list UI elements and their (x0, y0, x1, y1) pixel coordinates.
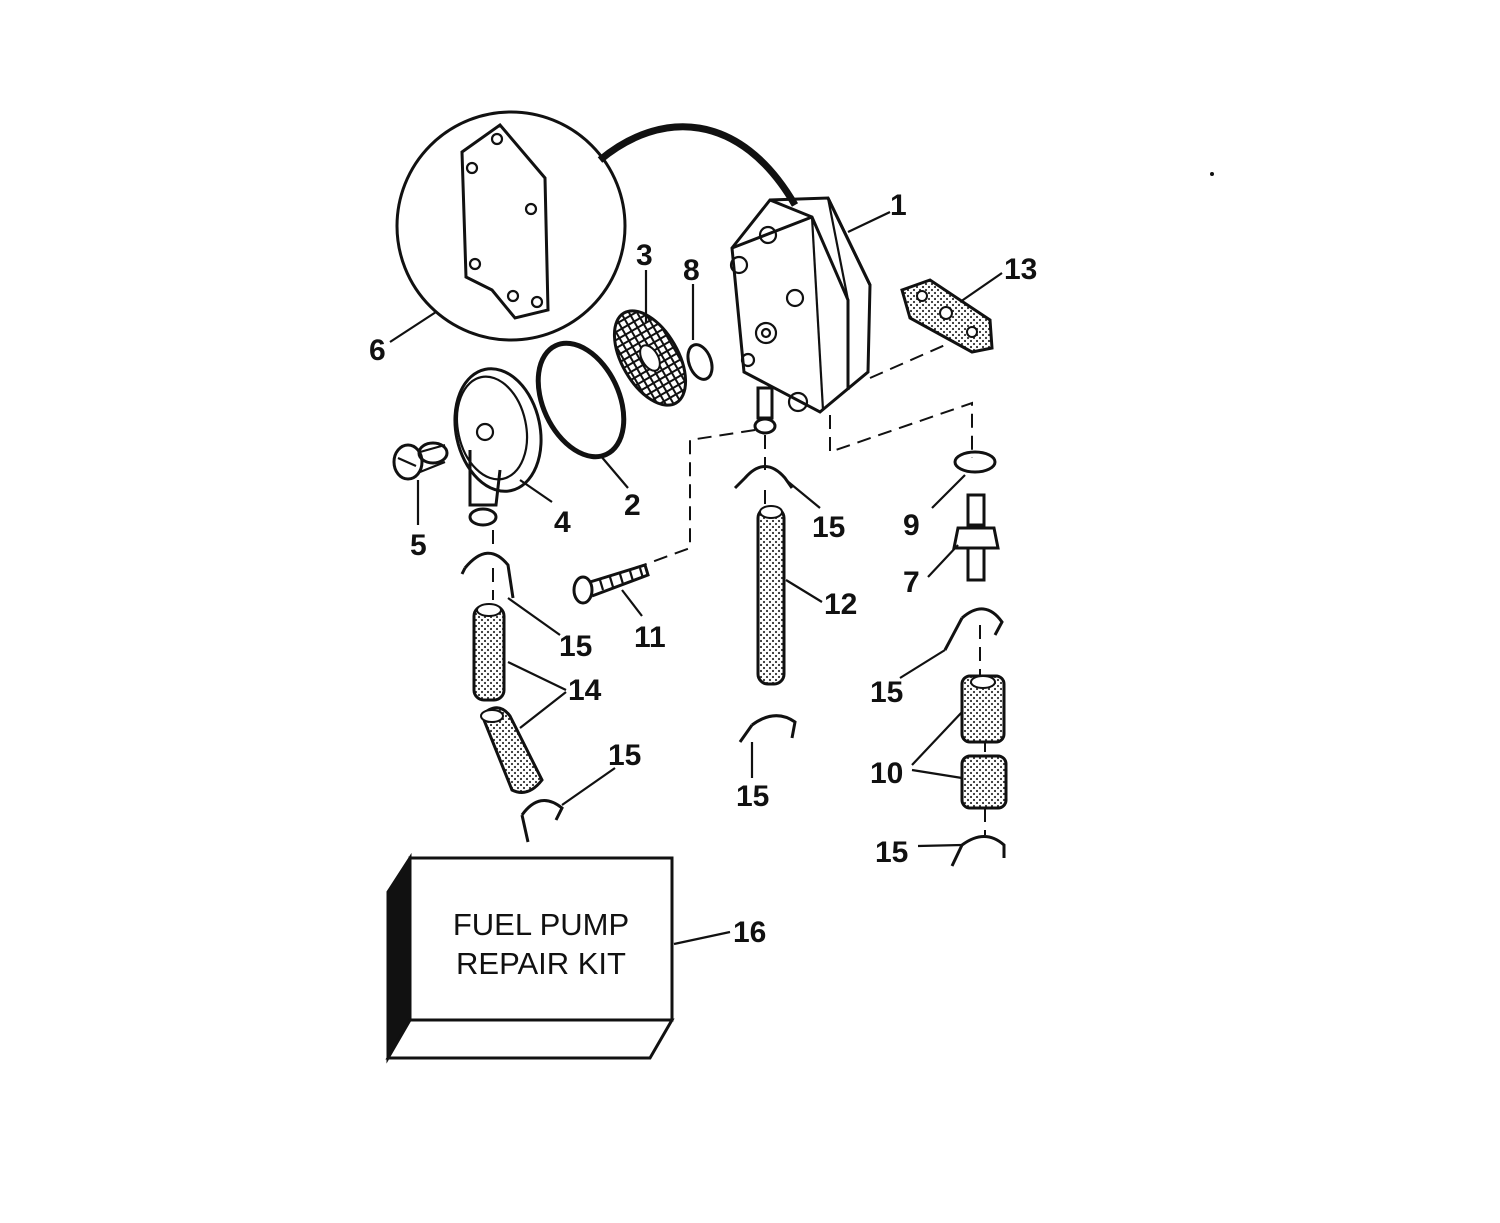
callout-8: 8 (683, 254, 700, 287)
callout-6: 6 (369, 334, 386, 367)
kit-label-line2: REPAIR KIT (456, 946, 626, 981)
callout-labels: 1 2 3 4 5 6 7 8 9 10 11 12 13 14 15 15 1… (369, 189, 1037, 949)
callout-9: 9 (903, 509, 920, 542)
callout-16: 16 (733, 916, 766, 949)
callout-12: 12 (824, 588, 857, 621)
callout-7: 7 (903, 566, 920, 599)
callout-1: 1 (890, 189, 907, 222)
callout-15-right-upper: 15 (870, 676, 903, 709)
callout-15-left-lower: 15 (608, 739, 641, 772)
gasket-detail-circle (389, 110, 799, 343)
repair-kit-box: FUEL PUMP REPAIR KIT (385, 852, 731, 1064)
callout-13: 13 (1004, 253, 1037, 286)
assembly-guide-lines (492, 344, 986, 835)
hose-clamps (460, 465, 1006, 867)
small-o-ring (686, 284, 714, 381)
fitting-ring (931, 450, 997, 509)
long-screw (572, 563, 650, 617)
callout-2: 2 (624, 489, 641, 522)
large-o-ring (535, 340, 629, 489)
callout-11: 11 (634, 621, 666, 654)
thumb-screw (392, 441, 449, 525)
callout-15-right-lower: 15 (875, 836, 908, 869)
callout-15-center-lower: 15 (736, 780, 769, 813)
filter-screen (612, 270, 688, 407)
short-hose-pieces (911, 674, 1008, 810)
long-fuel-hose (756, 505, 823, 686)
kit-label-line1: FUEL PUMP (453, 907, 629, 942)
callout-15-top-center: 15 (812, 511, 845, 544)
callout-4: 4 (554, 506, 571, 539)
hose-fitting (927, 493, 1000, 582)
callout-14: 14 (568, 674, 602, 707)
fuel-pump-body (729, 196, 891, 435)
short-fuel-hoses (472, 603, 567, 794)
stray-mark (1210, 172, 1214, 176)
filter-cover (453, 367, 553, 527)
callout-10: 10 (870, 757, 903, 790)
callout-5: 5 (410, 529, 427, 562)
callout-3: 3 (636, 239, 653, 272)
callout-15-left: 15 (559, 630, 592, 663)
pump-gasket (900, 272, 1003, 354)
